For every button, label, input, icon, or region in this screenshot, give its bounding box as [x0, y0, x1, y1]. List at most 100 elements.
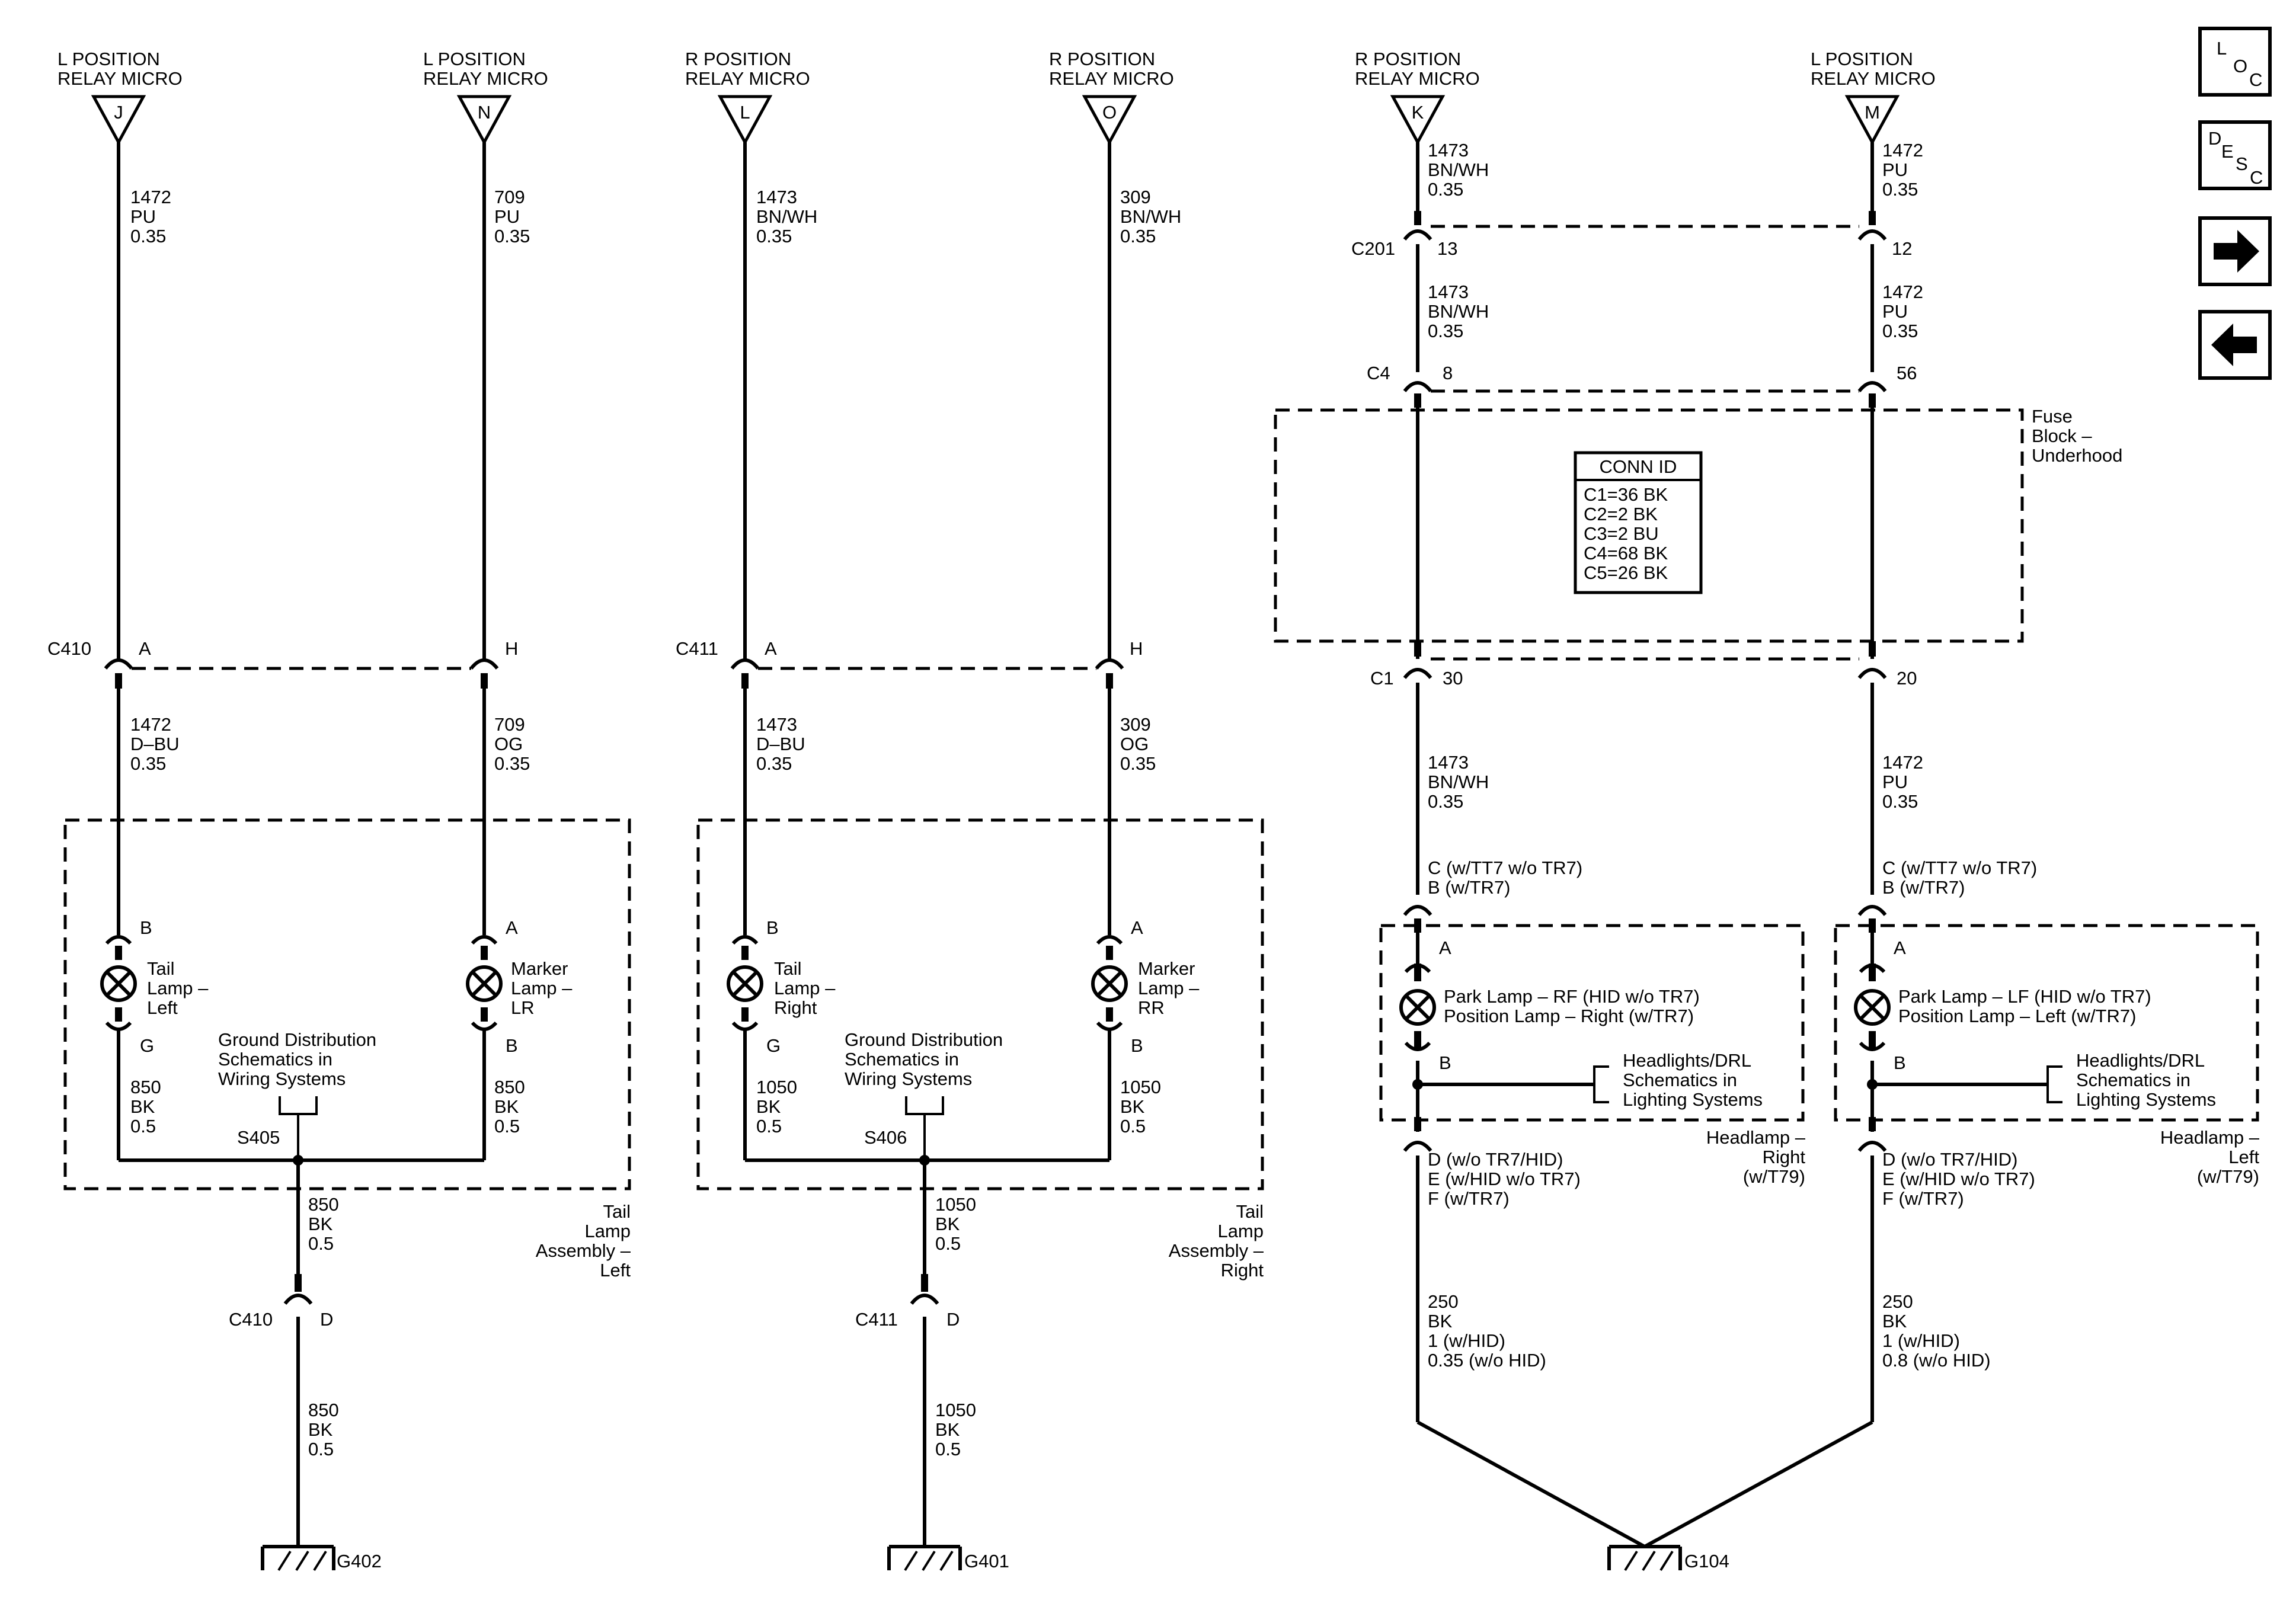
- svg-text:BK: BK: [756, 1096, 781, 1117]
- ground-icon: [261, 1545, 335, 1571]
- svg-text:D: D: [946, 1309, 960, 1330]
- lamp-bulb-icon: [1399, 964, 1436, 1051]
- svg-text:BK: BK: [130, 1096, 155, 1117]
- svg-text:1472: 1472: [1882, 281, 1923, 302]
- svg-text:RELAY MICRO: RELAY MICRO: [685, 68, 810, 89]
- loc-letter-c: C: [2249, 69, 2262, 90]
- svg-text:B: B: [506, 1035, 518, 1056]
- svg-text:0.35: 0.35: [1882, 321, 1918, 341]
- svg-text:A: A: [1439, 937, 1451, 958]
- svg-text:C1=36 BK: C1=36 BK: [1584, 484, 1668, 505]
- svg-text:BK: BK: [935, 1419, 960, 1440]
- svg-text:CONN ID: CONN ID: [1600, 456, 1677, 477]
- component-label-tail-lamp-left: Tail Lamp – Left: [147, 958, 209, 1018]
- fuse-block-box: [1274, 408, 2024, 643]
- lamp-bulb-icon: [1091, 935, 1128, 1031]
- svg-text:PU: PU: [1882, 301, 1908, 322]
- svg-text:C4=68 BK: C4=68 BK: [1584, 543, 1668, 564]
- svg-text:OG: OG: [1120, 734, 1149, 754]
- svg-text:Position Lamp – Left (w/TR7): Position Lamp – Left (w/TR7): [1898, 1006, 2136, 1026]
- svg-text:Tail: Tail: [603, 1201, 631, 1222]
- wire-label: 709 OG 0.35: [494, 714, 530, 774]
- component-label-headlamp-left: Headlamp – Left (w/T79): [2160, 1127, 2260, 1187]
- svg-text:A: A: [506, 917, 518, 938]
- svg-text:1050: 1050: [756, 1077, 797, 1097]
- svg-text:0.5: 0.5: [935, 1233, 961, 1254]
- headlamp-pin-label: C (w/TT7 w/o TR7) B (w/TR7) C (w/TT7 w/o…: [1428, 857, 2037, 1209]
- svg-text:Park Lamp – RF (HID w/o TR7): Park Lamp – RF (HID w/o TR7): [1444, 986, 1700, 1007]
- svg-text:BK: BK: [494, 1096, 519, 1117]
- component-label-tail-lamp-assembly-right: Tail Lamp Assembly – Right: [1169, 1201, 1264, 1281]
- wire-label: 1473 BN/WH 0.35: [1428, 140, 1489, 200]
- component-label-park-lamp-lf: Park Lamp – LF (HID w/o TR7) Position La…: [1898, 986, 2151, 1026]
- svg-text:G: G: [766, 1035, 781, 1056]
- wire-label: 250 BK 1 (w/HID) 0.35 (w/o HID): [1428, 1291, 1546, 1371]
- svg-text:PU: PU: [1882, 159, 1908, 180]
- desc-button[interactable]: D E S C: [2198, 120, 2272, 190]
- svg-text:E (w/HID w/o TR7): E (w/HID w/o TR7): [1428, 1169, 1581, 1189]
- svg-text:0.5: 0.5: [1120, 1116, 1146, 1137]
- svg-text:PU: PU: [494, 206, 520, 227]
- component-label-park-lamp-rf: Park Lamp – RF (HID w/o TR7) Position La…: [1444, 986, 1700, 1026]
- svg-text:850: 850: [130, 1077, 161, 1097]
- prev-page-button[interactable]: [2198, 310, 2272, 380]
- component-label-headlights-drl: Headlights/DRL Schematics in Lighting Sy…: [1623, 1050, 1763, 1110]
- wire-label: 1472 PU 0.35: [1882, 281, 1923, 341]
- svg-text:BK: BK: [935, 1214, 960, 1234]
- wire-label: 709 PU 0.35: [494, 187, 530, 247]
- svg-text:0.35: 0.35: [1428, 791, 1463, 812]
- svg-text:0.35: 0.35: [1428, 321, 1463, 341]
- loc-button[interactable]: L O C: [2198, 27, 2272, 97]
- svg-text:13: 13: [1437, 238, 1457, 259]
- svg-text:850: 850: [494, 1077, 525, 1097]
- svg-text:Wiring Systems: Wiring Systems: [845, 1068, 972, 1089]
- svg-text:Fuse: Fuse: [2032, 406, 2073, 427]
- svg-text:Lamp: Lamp: [584, 1221, 631, 1241]
- component-label-tail-lamp-assembly-left: Tail Lamp Assembly – Left: [536, 1201, 631, 1281]
- svg-text:1472: 1472: [1882, 752, 1923, 773]
- next-page-button[interactable]: [2198, 216, 2272, 286]
- headlamp-right-box: [1379, 924, 1805, 1122]
- svg-text:G: G: [140, 1035, 154, 1056]
- svg-text:A: A: [1894, 937, 1906, 958]
- hl-drl-bracket: [1593, 1065, 1609, 1103]
- svg-text:0.35 (w/o HID): 0.35 (w/o HID): [1428, 1350, 1546, 1371]
- svg-text:1050: 1050: [1120, 1077, 1161, 1097]
- svg-text:Block –: Block –: [2032, 425, 2092, 446]
- svg-text:A: A: [139, 638, 151, 659]
- wires: [117, 142, 2048, 1548]
- svg-text:Left: Left: [2228, 1147, 2259, 1167]
- component-label-ground-distribution: Ground Distribution Schematics in Wiring…: [845, 1029, 1003, 1089]
- svg-text:BK: BK: [1882, 1311, 1907, 1331]
- svg-text:Position Lamp – Right (w/TR7): Position Lamp – Right (w/TR7): [1444, 1006, 1694, 1026]
- svg-text:Lighting Systems: Lighting Systems: [1623, 1089, 1763, 1110]
- svg-text:309: 309: [1120, 714, 1151, 735]
- svg-text:0.5: 0.5: [308, 1233, 334, 1254]
- svg-text:56: 56: [1897, 363, 1917, 383]
- svg-text:D (w/o TR7/HID): D (w/o TR7/HID): [1428, 1149, 1563, 1170]
- wire-label: 1472 PU 0.35: [130, 187, 171, 247]
- svg-text:Assembly –: Assembly –: [1169, 1240, 1264, 1261]
- wire-label: 1472 PU 0.35: [1882, 140, 1923, 200]
- headlamp-left-branch-dot: [1867, 1079, 1878, 1090]
- svg-text:0.5: 0.5: [756, 1116, 782, 1137]
- wire-label: 850 BK 0.5: [130, 1077, 161, 1137]
- svg-text:BN/WH: BN/WH: [1428, 159, 1489, 180]
- svg-text:K: K: [1412, 102, 1424, 123]
- svg-text:1050: 1050: [935, 1194, 976, 1215]
- svg-text:BN/WH: BN/WH: [756, 206, 817, 227]
- svg-text:D–BU: D–BU: [756, 734, 805, 754]
- hl-drl-bracket: [2046, 1065, 2062, 1103]
- svg-text:Left: Left: [147, 997, 178, 1018]
- svg-text:0.35: 0.35: [756, 753, 792, 774]
- svg-text:R POSITION: R POSITION: [1355, 49, 1461, 69]
- svg-text:Right: Right: [774, 997, 817, 1018]
- lamp-bulb-icon: [466, 935, 503, 1031]
- connector-n: L POSITION RELAY MICRO N: [423, 49, 548, 146]
- lamp-bulb-icon: [727, 935, 763, 1031]
- tail-lamp-assembly-right-box: [696, 818, 1264, 1190]
- svg-text:BN/WH: BN/WH: [1428, 301, 1489, 322]
- svg-text:Lighting Systems: Lighting Systems: [2076, 1089, 2216, 1110]
- svg-text:Lamp –: Lamp –: [774, 978, 836, 998]
- svg-text:0.35: 0.35: [756, 226, 792, 247]
